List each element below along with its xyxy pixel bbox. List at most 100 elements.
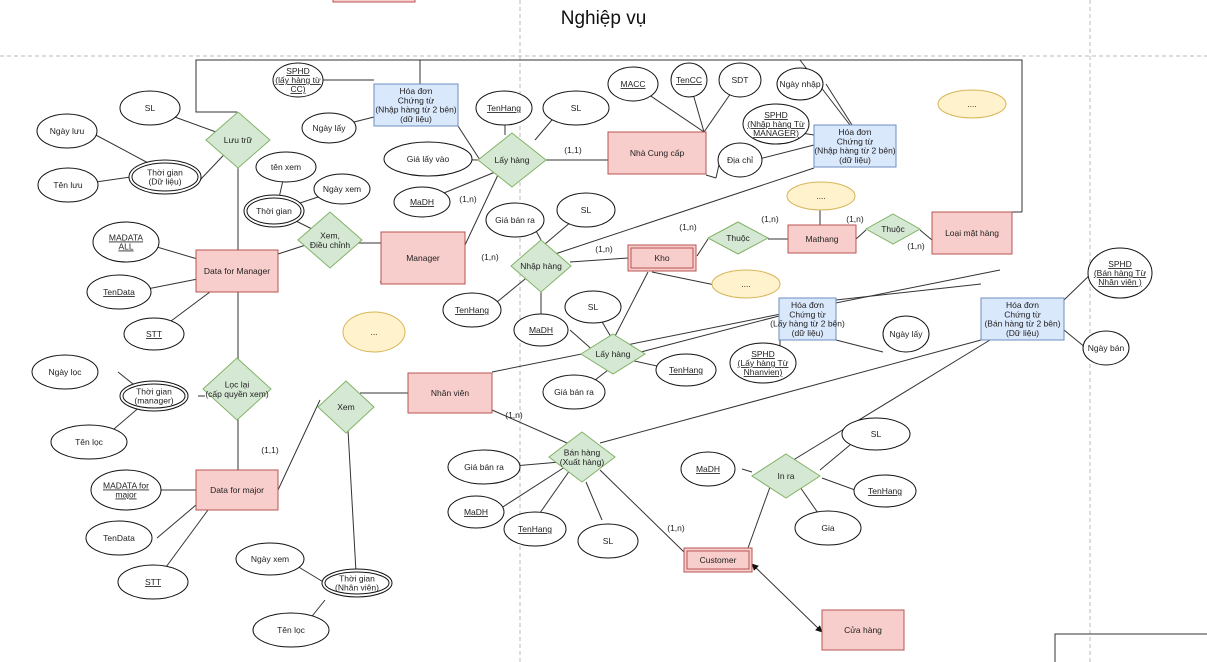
- relationship-loc-lai[interactable]: Lọc lại(cấp quyền xem): [202, 357, 272, 421]
- attribute-stt-2[interactable]: STT: [117, 564, 189, 600]
- relationship-thuoc-1[interactable]: Thuộc: [706, 221, 770, 255]
- svg-text:Hóa đơn: Hóa đơn: [791, 300, 824, 310]
- relationship-lay-hang-mid[interactable]: Lấy hàng: [580, 333, 646, 375]
- relationship-nhap-hang[interactable]: Nhập hàng: [510, 239, 572, 293]
- entity-data-manager[interactable]: Data for Manager: [195, 249, 279, 293]
- entity-nha-cung-cap[interactable]: Nhà Cung cấp: [607, 131, 707, 175]
- svg-text:SL: SL: [581, 205, 592, 215]
- svg-text:Nhanvien): Nhanvien): [744, 367, 783, 377]
- attribute-sdt[interactable]: SDT: [718, 62, 762, 98]
- attribute-ten-luu[interactable]: Tên lưu: [37, 167, 99, 203]
- svg-text:(Nhân viên): (Nhân viên): [335, 583, 379, 593]
- attribute-sl-4[interactable]: SL: [564, 290, 622, 324]
- attribute-madh-3[interactable]: MaDH: [447, 495, 505, 529]
- attribute-ngay-xem-2[interactable]: Ngày xem: [235, 542, 305, 576]
- attribute-ngay-xem-1[interactable]: Ngày xem: [313, 173, 371, 205]
- entity-cua-hang[interactable]: Cửa hàng: [821, 609, 905, 651]
- attribute-ten-loc[interactable]: Tên lọc: [50, 424, 128, 460]
- entity-customer[interactable]: Customer: [683, 547, 753, 573]
- bottom-right-frame: [1054, 633, 1207, 662]
- attribute-sl-2[interactable]: SL: [542, 90, 610, 126]
- attribute-madh-2[interactable]: MaDH: [513, 313, 569, 347]
- attribute-madh-1[interactable]: MaDH: [393, 186, 451, 218]
- svg-text:Ngày xem: Ngày xem: [323, 184, 361, 194]
- relationship-luu-tru[interactable]: Lưu trữ: [205, 111, 271, 169]
- attribute-sl-5[interactable]: SL: [577, 523, 639, 559]
- attribute-macc[interactable]: MACC: [607, 66, 659, 102]
- relationship-xem[interactable]: Xem: [317, 380, 375, 434]
- svg-text:MaDH: MaDH: [464, 507, 488, 517]
- note-n3[interactable]: ....: [711, 269, 781, 299]
- attribute-ngay-lay-1[interactable]: Ngày lấy: [301, 112, 357, 144]
- relationship-xem-dieu-chinh[interactable]: Xem,Điều chỉnh: [297, 211, 363, 269]
- attribute-tenhang-2[interactable]: TenHang: [442, 292, 502, 328]
- attribute-tg-1[interactable]: Thời gian: [243, 194, 305, 228]
- attribute-tg-nv[interactable]: Thời gian(Nhân viên): [321, 568, 393, 598]
- attribute-tenhang-4[interactable]: TenHang: [503, 511, 567, 547]
- attribute-tencc[interactable]: TenCC: [670, 62, 708, 98]
- attribute-tenhang-1[interactable]: TenHang: [475, 90, 533, 126]
- svg-text:Xem: Xem: [337, 402, 354, 412]
- attribute-stt-1[interactable]: STT: [123, 317, 185, 351]
- svg-text:Chứng từ: Chứng từ: [837, 136, 874, 146]
- relationship-thuoc-2[interactable]: Thuộc: [864, 213, 922, 245]
- svg-text:Lấy hàng: Lấy hàng: [596, 349, 631, 359]
- attribute-dia-chi[interactable]: Địa chỉ: [717, 142, 763, 178]
- relationship-lay-hang-top[interactable]: Lấy hàng: [477, 132, 547, 188]
- relationship-in-ra[interactable]: In ra: [751, 453, 821, 499]
- attribute-ngay-luu[interactable]: Ngày lưu: [36, 113, 98, 149]
- attribute-ngay-ban[interactable]: Ngày bán: [1082, 330, 1130, 366]
- entity-mathang[interactable]: Mathang: [787, 224, 857, 254]
- attribute-tendata-2[interactable]: TenData: [85, 520, 153, 556]
- svg-text:Điều chỉnh: Điều chỉnh: [310, 240, 350, 250]
- attribute-ngay-lay-2[interactable]: Ngày lấy: [882, 315, 930, 353]
- attribute-gia-ban-1[interactable]: Giá bán ra: [485, 202, 545, 238]
- attribute-gia[interactable]: Gia: [794, 510, 862, 546]
- svg-text:(Xuất hàng): (Xuất hàng): [560, 457, 605, 467]
- entity-manager[interactable]: Manager: [380, 231, 466, 285]
- attribute-ten-loc-2[interactable]: Tên lọc: [252, 612, 330, 648]
- svg-text:Data for Manager: Data for Manager: [204, 266, 270, 276]
- svg-text:Ngày lấy: Ngày lấy: [889, 329, 923, 339]
- svg-text:tên xem: tên xem: [271, 162, 301, 172]
- attribute-sl-6[interactable]: SL: [841, 417, 911, 451]
- attribute-tg-du-lieu[interactable]: Thời gian(Dữ liệu): [128, 159, 202, 195]
- attribute-gia-ban-2[interactable]: Giá bán ra: [542, 374, 606, 410]
- attribute-tendata-1[interactable]: TenData: [86, 274, 152, 310]
- attribute-madh-4[interactable]: MaDH: [680, 451, 736, 487]
- entity-loai-mat-hang[interactable]: Loại mặt hàng: [931, 211, 1013, 255]
- svg-text:TenCC: TenCC: [676, 75, 702, 85]
- note-n1[interactable]: ....: [937, 89, 1007, 119]
- attribute-sl-1[interactable]: SL: [119, 90, 181, 126]
- attribute-ten-xem[interactable]: tên xem: [255, 151, 317, 183]
- entity-nhan-vien[interactable]: Nhân viên: [407, 372, 493, 414]
- entity-data-major[interactable]: Data for major: [195, 469, 279, 511]
- attribute-tg-manager[interactable]: Thời gian(manager): [119, 380, 189, 412]
- svg-text:TenHang: TenHang: [518, 524, 552, 534]
- attribute-gia-lay-vao[interactable]: Giá lấy vào: [383, 141, 473, 177]
- entity-kho[interactable]: Kho: [627, 244, 697, 272]
- relationship-ban-hang[interactable]: Bán hàng(Xuất hàng): [548, 431, 616, 483]
- svg-text:Giá bán ra: Giá bán ra: [495, 215, 535, 225]
- note-n4[interactable]: ...: [342, 311, 406, 353]
- attribute-gia-ban-3[interactable]: Giá bán ra: [447, 449, 521, 485]
- attribute-tenhang-3[interactable]: TenHang: [655, 353, 717, 387]
- attribute-sl-3[interactable]: SL: [556, 192, 616, 228]
- attribute-ngay-loc[interactable]: Ngày lọc: [31, 354, 99, 390]
- svg-text:(manager): (manager): [134, 396, 173, 406]
- note-n2[interactable]: ....: [786, 181, 856, 211]
- attribute-tenhang-5[interactable]: TenHang: [853, 474, 917, 508]
- cardinality-c4: (1,n): [595, 244, 613, 254]
- attribute-ngay-nhap[interactable]: Ngày nhập: [776, 67, 824, 101]
